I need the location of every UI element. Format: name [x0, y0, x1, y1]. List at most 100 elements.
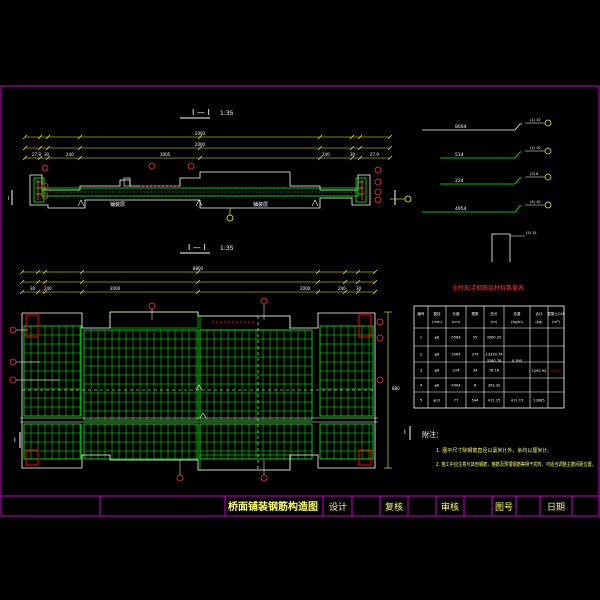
table-cell-4-5: 411.15: [511, 399, 524, 403]
notes: 附注： 1. 图中尺寸除钢筋直径以毫米计外，余均以厘米计。 2. 施工中应注意与…: [422, 430, 596, 468]
table-header-2: (cm): [452, 320, 461, 324]
section-title: I — I: [192, 108, 210, 117]
table-merged-sum: 1295.95: [532, 369, 547, 373]
section-label-left: 铺装层: [110, 201, 125, 208]
rebar-callout-3: [544, 173, 552, 181]
rebar-length-1: 8004: [455, 124, 467, 130]
table-title: 全桥现浇钢筋层材料数量表: [452, 284, 524, 292]
review-label: 审核: [441, 501, 459, 513]
table-cell-0-4: 3060.20: [487, 336, 503, 340]
section-outline: [29, 171, 371, 209]
table-merged-concrete: 16.24: [551, 369, 562, 373]
rebar-length-3: 224: [455, 178, 464, 184]
table-header-5: (kg/m): [511, 320, 523, 324]
section-view: I — I 1:35 2000 2000 27.9 30 240 3005 24…: [8, 108, 412, 222]
rebar-mark-2: (2) 10: [530, 146, 541, 150]
section-callouts: [41, 162, 382, 204]
table-cell-1-0: 2: [420, 353, 422, 357]
section-dim-mid-7: 27.9: [370, 152, 379, 157]
table-cell-0-2: 5564: [451, 336, 461, 340]
rebar-callout-1: [544, 119, 552, 127]
table-header-6: 合计: [535, 311, 543, 316]
check-label: 复核: [385, 501, 403, 513]
table-header-4: 总长: [490, 311, 498, 316]
section-dim-mid-6: 30: [350, 152, 356, 157]
table-cell-3-2: 4904: [451, 384, 461, 388]
table-cell-4-3: 544: [472, 399, 480, 403]
table-header-7: 混凝土C40: [547, 311, 566, 316]
plan-dim-top: 8800: [193, 266, 204, 271]
plan-cut-mark-right: I: [404, 429, 406, 436]
design-label: 设计: [329, 501, 347, 513]
rebar-mark-3: (3) 8: [530, 172, 538, 176]
plan-dim-mid-4: 2000: [300, 286, 311, 291]
table-header-1: (mm): [432, 320, 442, 324]
table-cell-0-1: φ8: [435, 336, 440, 340]
section-scale: 1:35: [220, 110, 234, 117]
rebar-length-4: 4954: [455, 206, 467, 212]
plan-rebar-grid: [23, 311, 374, 471]
drawing-no-label: 图号: [495, 502, 513, 513]
table-header-0: 编号: [417, 311, 425, 316]
table-cell-3-3: 8: [474, 384, 477, 388]
rebar-callout-2: [544, 147, 552, 155]
title-block: [99, 496, 573, 516]
table-cell-1-4: 13330.74: [485, 353, 503, 357]
plan-side-dim: 880: [392, 386, 400, 391]
table-cell-2-1: φ8: [435, 369, 440, 373]
table-cell-3-1: φ8: [435, 384, 440, 388]
section-end-rebar-right: [355, 177, 367, 203]
section-red-marks: [37, 180, 363, 200]
drawing-frame: [0, 85, 600, 517]
table-merged-unit-weight: 0.395: [512, 359, 522, 363]
table-cell-2-4: 76.16: [489, 369, 500, 373]
table-header-2: 长度: [452, 311, 460, 316]
table-header-3: 根数: [471, 311, 479, 316]
table-header-7: (m³): [552, 320, 560, 324]
material-table: 全桥现浇钢筋层材料数量表 编号 直径 (mm) 长度 (cm) 根数 总长 (m) 总重 (kg/…: [413, 284, 566, 409]
table-cell-3-4: 392.32: [488, 384, 501, 388]
table-cell-1-3: 374: [472, 353, 480, 357]
drawing-title: 桥面铺装钢筋构造图: [228, 500, 318, 513]
plan-scale: 1:35: [220, 245, 234, 252]
table-cell-0-3: 55: [473, 336, 478, 340]
date-label: 日期: [547, 502, 565, 513]
table-header-4: (m): [491, 320, 498, 324]
section-dim-mid-3: 240: [66, 152, 74, 157]
table-header-6: (kg): [535, 320, 543, 324]
section-dim-mid-5: 240: [322, 152, 330, 157]
section-end-rebar-left: [33, 177, 45, 203]
section-label-right: 铺装层: [253, 201, 268, 208]
table-cell-2-2: 224: [453, 369, 461, 373]
table-header-1: 直径: [433, 311, 441, 316]
plan-dim-mid-6: 30: [356, 286, 362, 291]
plan-dim-mid-3: 2000: [110, 286, 121, 291]
table-cell-4-6: 13085: [533, 399, 544, 403]
section-dim-mid-1: 27.9: [32, 152, 41, 157]
section-dim-top-1: 2000: [195, 131, 206, 136]
rebar-callout-4: [544, 201, 552, 209]
table-merged-total-length: 3280.78: [487, 359, 503, 363]
table-cell-2-0: 3: [420, 369, 422, 373]
table-cell-2-3: 34: [473, 369, 478, 373]
notes-heading: 附注：: [422, 430, 443, 439]
rebar-mark-5: (5) 15: [526, 231, 537, 235]
table-cell-0-0: 1: [420, 336, 422, 340]
plan-cut-mark-left: I: [14, 437, 16, 444]
table-cell-1-2: 3564: [451, 353, 461, 357]
plan-dim-mid-2: 240: [44, 286, 52, 291]
rebar-mark-4: (4) 10: [530, 200, 541, 204]
table-cell-4-4: 411.15: [488, 399, 501, 403]
plan-title: I — I: [188, 243, 206, 252]
table-cell-4-2: 77: [454, 399, 459, 403]
table-cell-4-0: 5: [420, 399, 422, 403]
rebar-mark-1: (1) 10: [530, 118, 541, 122]
plan-dim-mid-5: 240: [338, 286, 346, 291]
svg-text:I: I: [8, 196, 9, 202]
table-header-5: 总重: [513, 311, 521, 316]
plan-dim-mid-1: 30: [30, 286, 36, 291]
plan-end-strips: [25, 314, 372, 466]
plan-view: I — I 1:35 8800 30 240 2000 2000 240 30 …: [9, 243, 411, 482]
